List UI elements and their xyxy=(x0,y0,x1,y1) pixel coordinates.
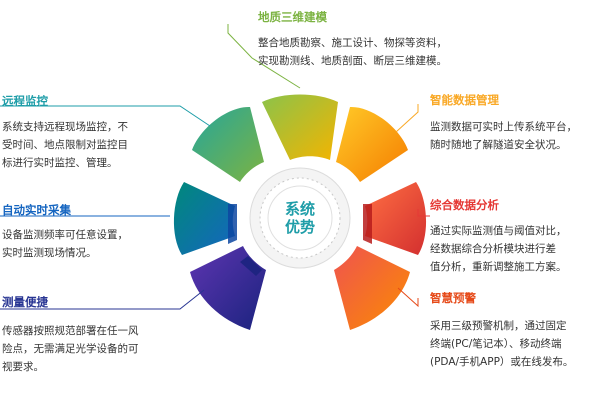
accent-bar-left xyxy=(228,204,237,244)
desc-line: (PDA/手机APP）或在线发布。 xyxy=(430,356,574,368)
desc-line: 实现勘测线、地质剖面、断层三维建模。 xyxy=(258,55,447,67)
desc-line: 随时随地了解隧道安全状况。 xyxy=(430,139,567,151)
feature-desc-remote-monitoring: 系统支持远程现场监控，不 受时间、地点限制对监控目 标进行实时监控、管理。 xyxy=(2,118,128,172)
feature-title-auto-collection: 自动实时采集 xyxy=(2,203,71,217)
petal-lower-right xyxy=(334,246,410,330)
feature-desc-auto-collection: 设备监测频率可任意设置， 实时监测现场情况。 xyxy=(2,226,128,262)
petal-left xyxy=(173,182,235,255)
center-label-line2: 优势 xyxy=(284,218,315,236)
petal-upper-left xyxy=(192,106,264,182)
accent-bar-lower-left xyxy=(240,256,262,276)
desc-line: 实时监测现场情况。 xyxy=(2,247,97,259)
accent-bar-right xyxy=(363,204,372,244)
center-label-line1: 系统 xyxy=(284,200,315,218)
desc-line: 值分析，重新调整施工方案。 xyxy=(430,261,567,273)
feature-title-data-analysis: 综合数据分析 xyxy=(430,198,499,212)
feature-title-smart-warning: 智慧预警 xyxy=(430,291,476,305)
connector-upper-left xyxy=(0,105,211,127)
connector-lower-left xyxy=(0,289,205,310)
feature-title-3d-modeling: 地质三维建模 xyxy=(258,10,327,24)
feature-desc-data-analysis: 通过实际监测值与阈值对比， 经数据综合分析模块进行差 值分析，重新调整施工方案。 xyxy=(430,222,567,276)
connector-lower-right xyxy=(397,287,419,308)
desc-line: 整合地质勘察、施工设计、物探等资料， xyxy=(258,37,447,49)
desc-line: 终端(PC/笔记本）、移动终端 xyxy=(430,338,562,350)
desc-line: 险点，无需满足光学设备的可 xyxy=(2,343,139,355)
connector-right xyxy=(417,209,430,217)
feature-desc-smart-warning: 采用三级预警机制，通过固定 终端(PC/笔记本）、移动终端 (PDA/手机APP… xyxy=(430,317,573,371)
petal-right xyxy=(365,182,427,255)
feature-desc-3d-modeling: 整合地质勘察、施工设计、物探等资料， 实现勘测线、地质剖面、断层三维建模。 xyxy=(258,34,447,70)
feature-desc-data-management: 监测数据可实时上传系统平台， 随时随地了解隧道安全状况。 xyxy=(430,118,577,154)
feature-title-remote-monitoring: 远程监控 xyxy=(2,94,48,108)
desc-line: 受时间、地点限制对监控目 xyxy=(2,139,128,151)
desc-line: 采用三级预警机制，通过固定 xyxy=(430,320,567,332)
desc-line: 传感器按照规范部署在任一风 xyxy=(2,325,139,337)
feature-title-easy-measurement: 测量便捷 xyxy=(2,295,48,309)
feature-desc-easy-measurement: 传感器按照规范部署在任一风 险点，无需满足光学设备的可 视要求。 xyxy=(2,322,139,376)
desc-line: 设备监测频率可任意设置， xyxy=(2,229,128,241)
desc-line: 监测数据可实时上传系统平台， xyxy=(430,121,577,133)
desc-line: 标进行实时监控、管理。 xyxy=(2,157,118,169)
petal-upper-right xyxy=(336,106,408,182)
center-core xyxy=(267,185,333,251)
feature-title-data-management: 智能数据管理 xyxy=(430,93,499,107)
petal-lower-left xyxy=(190,246,266,330)
desc-line: 视要求。 xyxy=(2,361,44,373)
desc-line: 通过实际监测值与阈值对比， xyxy=(430,225,567,237)
connector-upper-right xyxy=(395,104,419,133)
connector-top xyxy=(227,24,301,89)
desc-line: 经数据综合分析模块进行差 xyxy=(430,243,556,255)
petal-top xyxy=(262,94,338,160)
desc-line: 系统支持远程现场监控，不 xyxy=(2,121,128,133)
center-label: 系统 优势 xyxy=(268,200,332,236)
